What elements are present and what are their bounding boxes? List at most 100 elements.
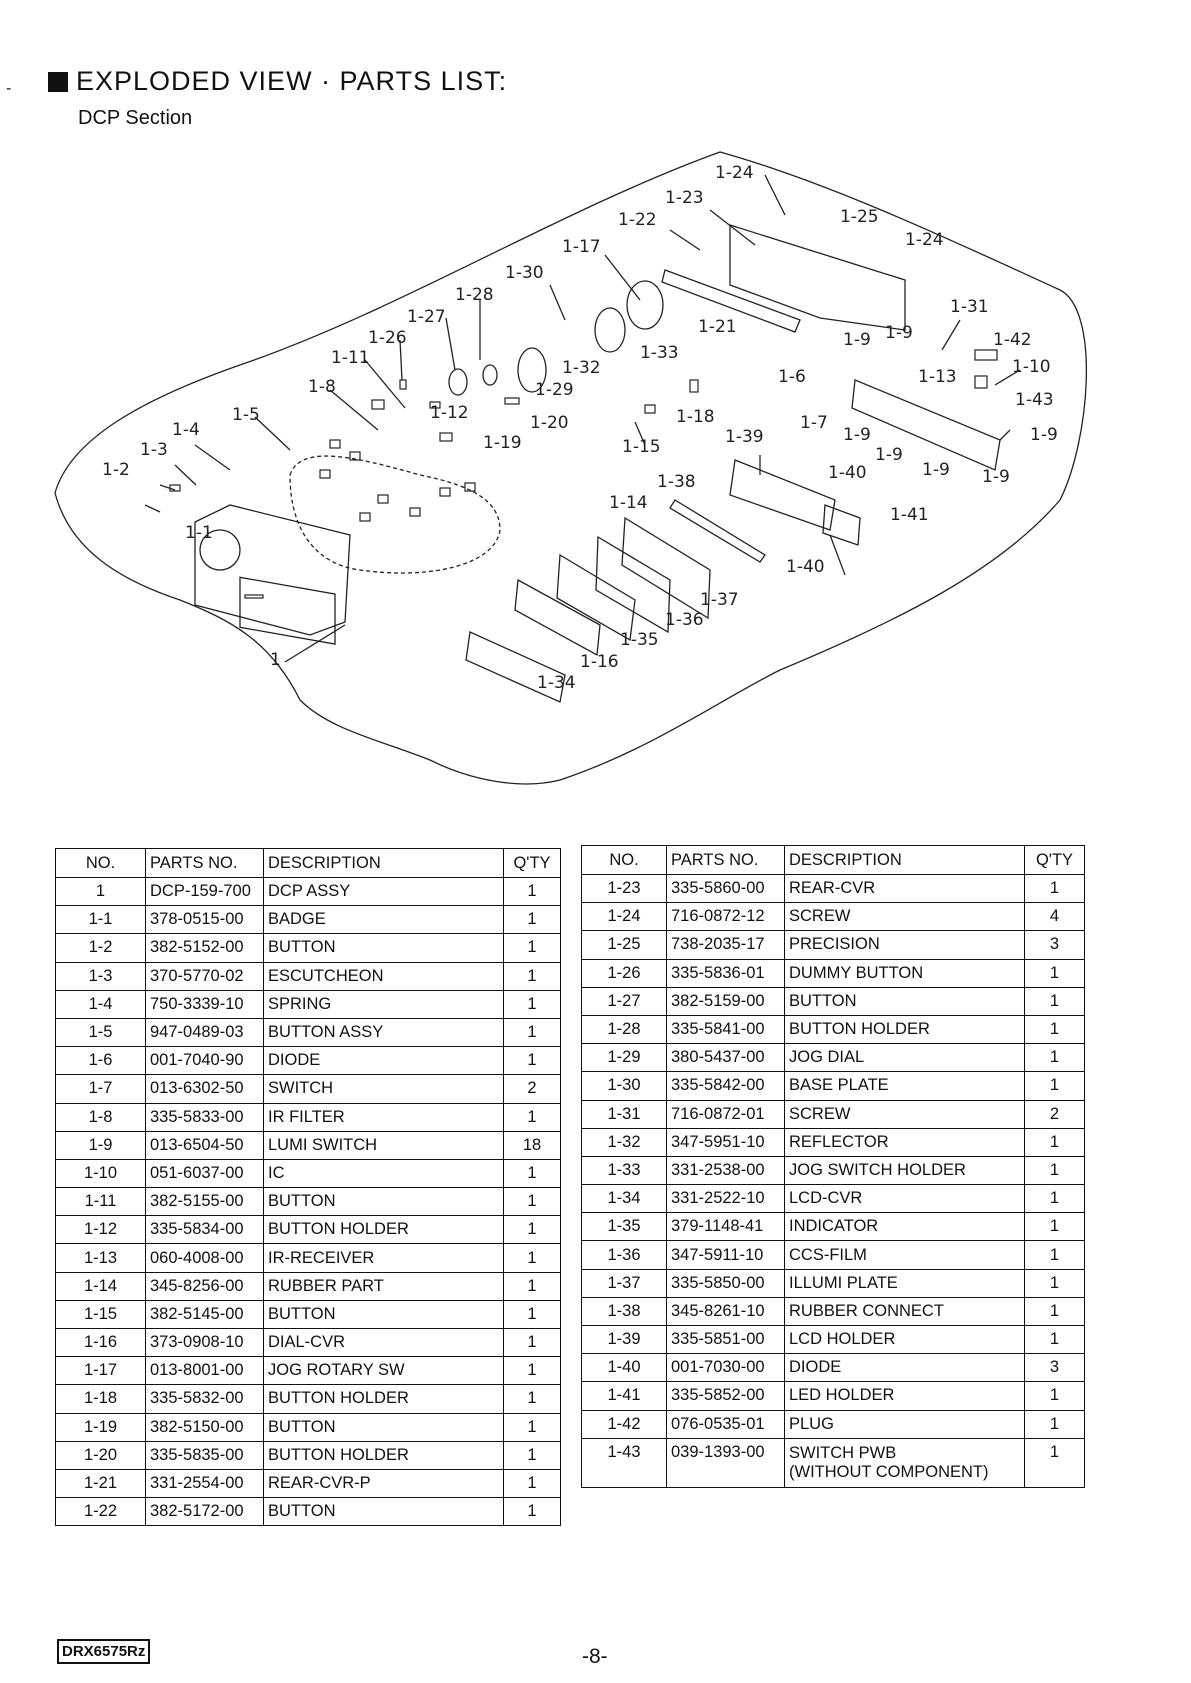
illumi-plate <box>621 516 711 620</box>
cell-description: BUTTON <box>263 933 504 963</box>
section-subtitle: DCP Section <box>78 107 193 129</box>
cell-no: 1-42 <box>581 1409 667 1439</box>
column-header-description: DESCRIPTION <box>263 848 504 878</box>
cell-qty: 1 <box>503 1215 561 1245</box>
cell-no: 1-16 <box>55 1327 146 1358</box>
led-holder <box>822 504 861 546</box>
cell-parts-no: 001-7030-00 <box>666 1353 785 1383</box>
cell-qty: 1 <box>503 876 561 907</box>
cell-qty: 1 <box>1024 1071 1085 1101</box>
cell-parts-no: 335-5841-00 <box>666 1014 785 1045</box>
cell-description: BUTTON <box>784 986 1025 1016</box>
cell-description: JOG SWITCH HOLDER <box>784 1155 1025 1186</box>
cell-no: 1-19 <box>55 1412 146 1442</box>
cell-description: ILLUMI PLATE <box>784 1268 1025 1298</box>
callout-label: 1-27 <box>407 307 446 327</box>
cell-no: 1-14 <box>55 1271 146 1301</box>
cell-qty: 1 <box>503 1412 561 1442</box>
cell-qty: 1 <box>503 1327 561 1358</box>
cell-description: LCD-CVR <box>784 1184 1025 1214</box>
callout-label: 1-43 <box>1015 390 1054 410</box>
cell-description: IR-RECEIVER <box>263 1243 504 1273</box>
cell-parts-no: 370-5770-02 <box>145 961 264 991</box>
cell-description: PLUG <box>784 1409 1025 1439</box>
cell-description: IR FILTER <box>263 1102 504 1132</box>
reflector-ring <box>594 307 626 353</box>
callout-label: 1-40 <box>828 463 867 483</box>
cell-no: 1-35 <box>581 1212 667 1242</box>
cell-qty: 1 <box>503 1497 561 1527</box>
cell-qty: 1 <box>503 989 561 1019</box>
cell-parts-no: 051-6037-00 <box>145 1158 264 1189</box>
callout-label: 1-24 <box>905 230 944 250</box>
callout-label: 1-26 <box>368 328 407 348</box>
front-panel-knob <box>199 529 241 571</box>
cell-no: 1-17 <box>55 1356 146 1386</box>
cell-no: 1-32 <box>581 1127 667 1157</box>
callout-label: 1-9 <box>843 330 871 350</box>
cell-no: 1-34 <box>581 1184 667 1214</box>
front-panel-shape <box>194 504 351 636</box>
page-number: -8- <box>582 1645 608 1668</box>
switch-pwb <box>851 379 1001 471</box>
cell-description: DIAL-CVR <box>263 1327 504 1358</box>
callout-label: 1-21 <box>698 317 737 337</box>
callout-label: 1-22 <box>618 210 657 230</box>
cell-parts-no: 331-2522-10 <box>666 1184 785 1214</box>
cell-no: 1-38 <box>581 1296 667 1327</box>
cell-parts-no: 335-5833-00 <box>145 1102 264 1132</box>
lcd-cover <box>465 631 566 703</box>
jog-dial-ring <box>517 347 547 393</box>
cell-no: 1-11 <box>55 1187 146 1217</box>
callout-label: 1-24 <box>715 163 754 183</box>
callout-label: 1-38 <box>657 472 696 492</box>
model-number-box: DRX6575Rz <box>57 1639 151 1664</box>
cell-qty: 1 <box>1024 1409 1085 1439</box>
callout-label: 1-35 <box>620 630 659 650</box>
cell-parts-no: 347-5911-10 <box>666 1240 785 1270</box>
cell-qty: 1 <box>503 1158 561 1189</box>
cell-no: 1-28 <box>581 1014 667 1045</box>
cell-no: 1-24 <box>581 902 667 932</box>
table-header-row: NO. PARTS NO. DESCRIPTION Q'TY <box>55 848 561 878</box>
cell-parts-no: 716-0872-01 <box>666 1099 785 1129</box>
rubber-connect <box>669 499 766 563</box>
callout-label: 1-10 <box>1012 357 1051 377</box>
rear-cover-p <box>661 269 801 333</box>
cell-qty: 1 <box>503 933 561 963</box>
cell-parts-no: 039-1393-00 <box>666 1437 785 1488</box>
cell-description: BUTTON <box>263 1187 504 1217</box>
cell-parts-no: 013-8001-00 <box>145 1356 264 1386</box>
cell-description: LUMI SWITCH <box>263 1130 504 1160</box>
cell-description: INDICATOR <box>784 1212 1025 1242</box>
cell-qty: 1 <box>503 1440 561 1470</box>
callout-label: 1-31 <box>950 297 989 317</box>
cell-no: 1-43 <box>581 1437 667 1488</box>
front-panel-display <box>239 576 336 645</box>
cell-qty: 4 <box>1024 902 1085 932</box>
cell-description: BADGE <box>263 905 504 935</box>
cell-no: 1-4 <box>55 989 146 1019</box>
cell-description: DIODE <box>784 1353 1025 1383</box>
cell-parts-no: 380-5437-00 <box>666 1043 785 1073</box>
cell-parts-no: 335-5851-00 <box>666 1324 785 1355</box>
callout-label: 1-6 <box>778 367 806 387</box>
cell-description: CCS-FILM <box>784 1240 1025 1270</box>
cell-parts-no: 750-3339-10 <box>145 989 264 1019</box>
cell-no: 1-10 <box>55 1158 146 1189</box>
callout-label: 1-23 <box>665 188 704 208</box>
cell-description: BASE PLATE <box>784 1071 1025 1101</box>
cell-no: 1-33 <box>581 1155 667 1186</box>
callout-label: 1-16 <box>580 652 619 672</box>
diagram-small-parts <box>169 349 998 599</box>
